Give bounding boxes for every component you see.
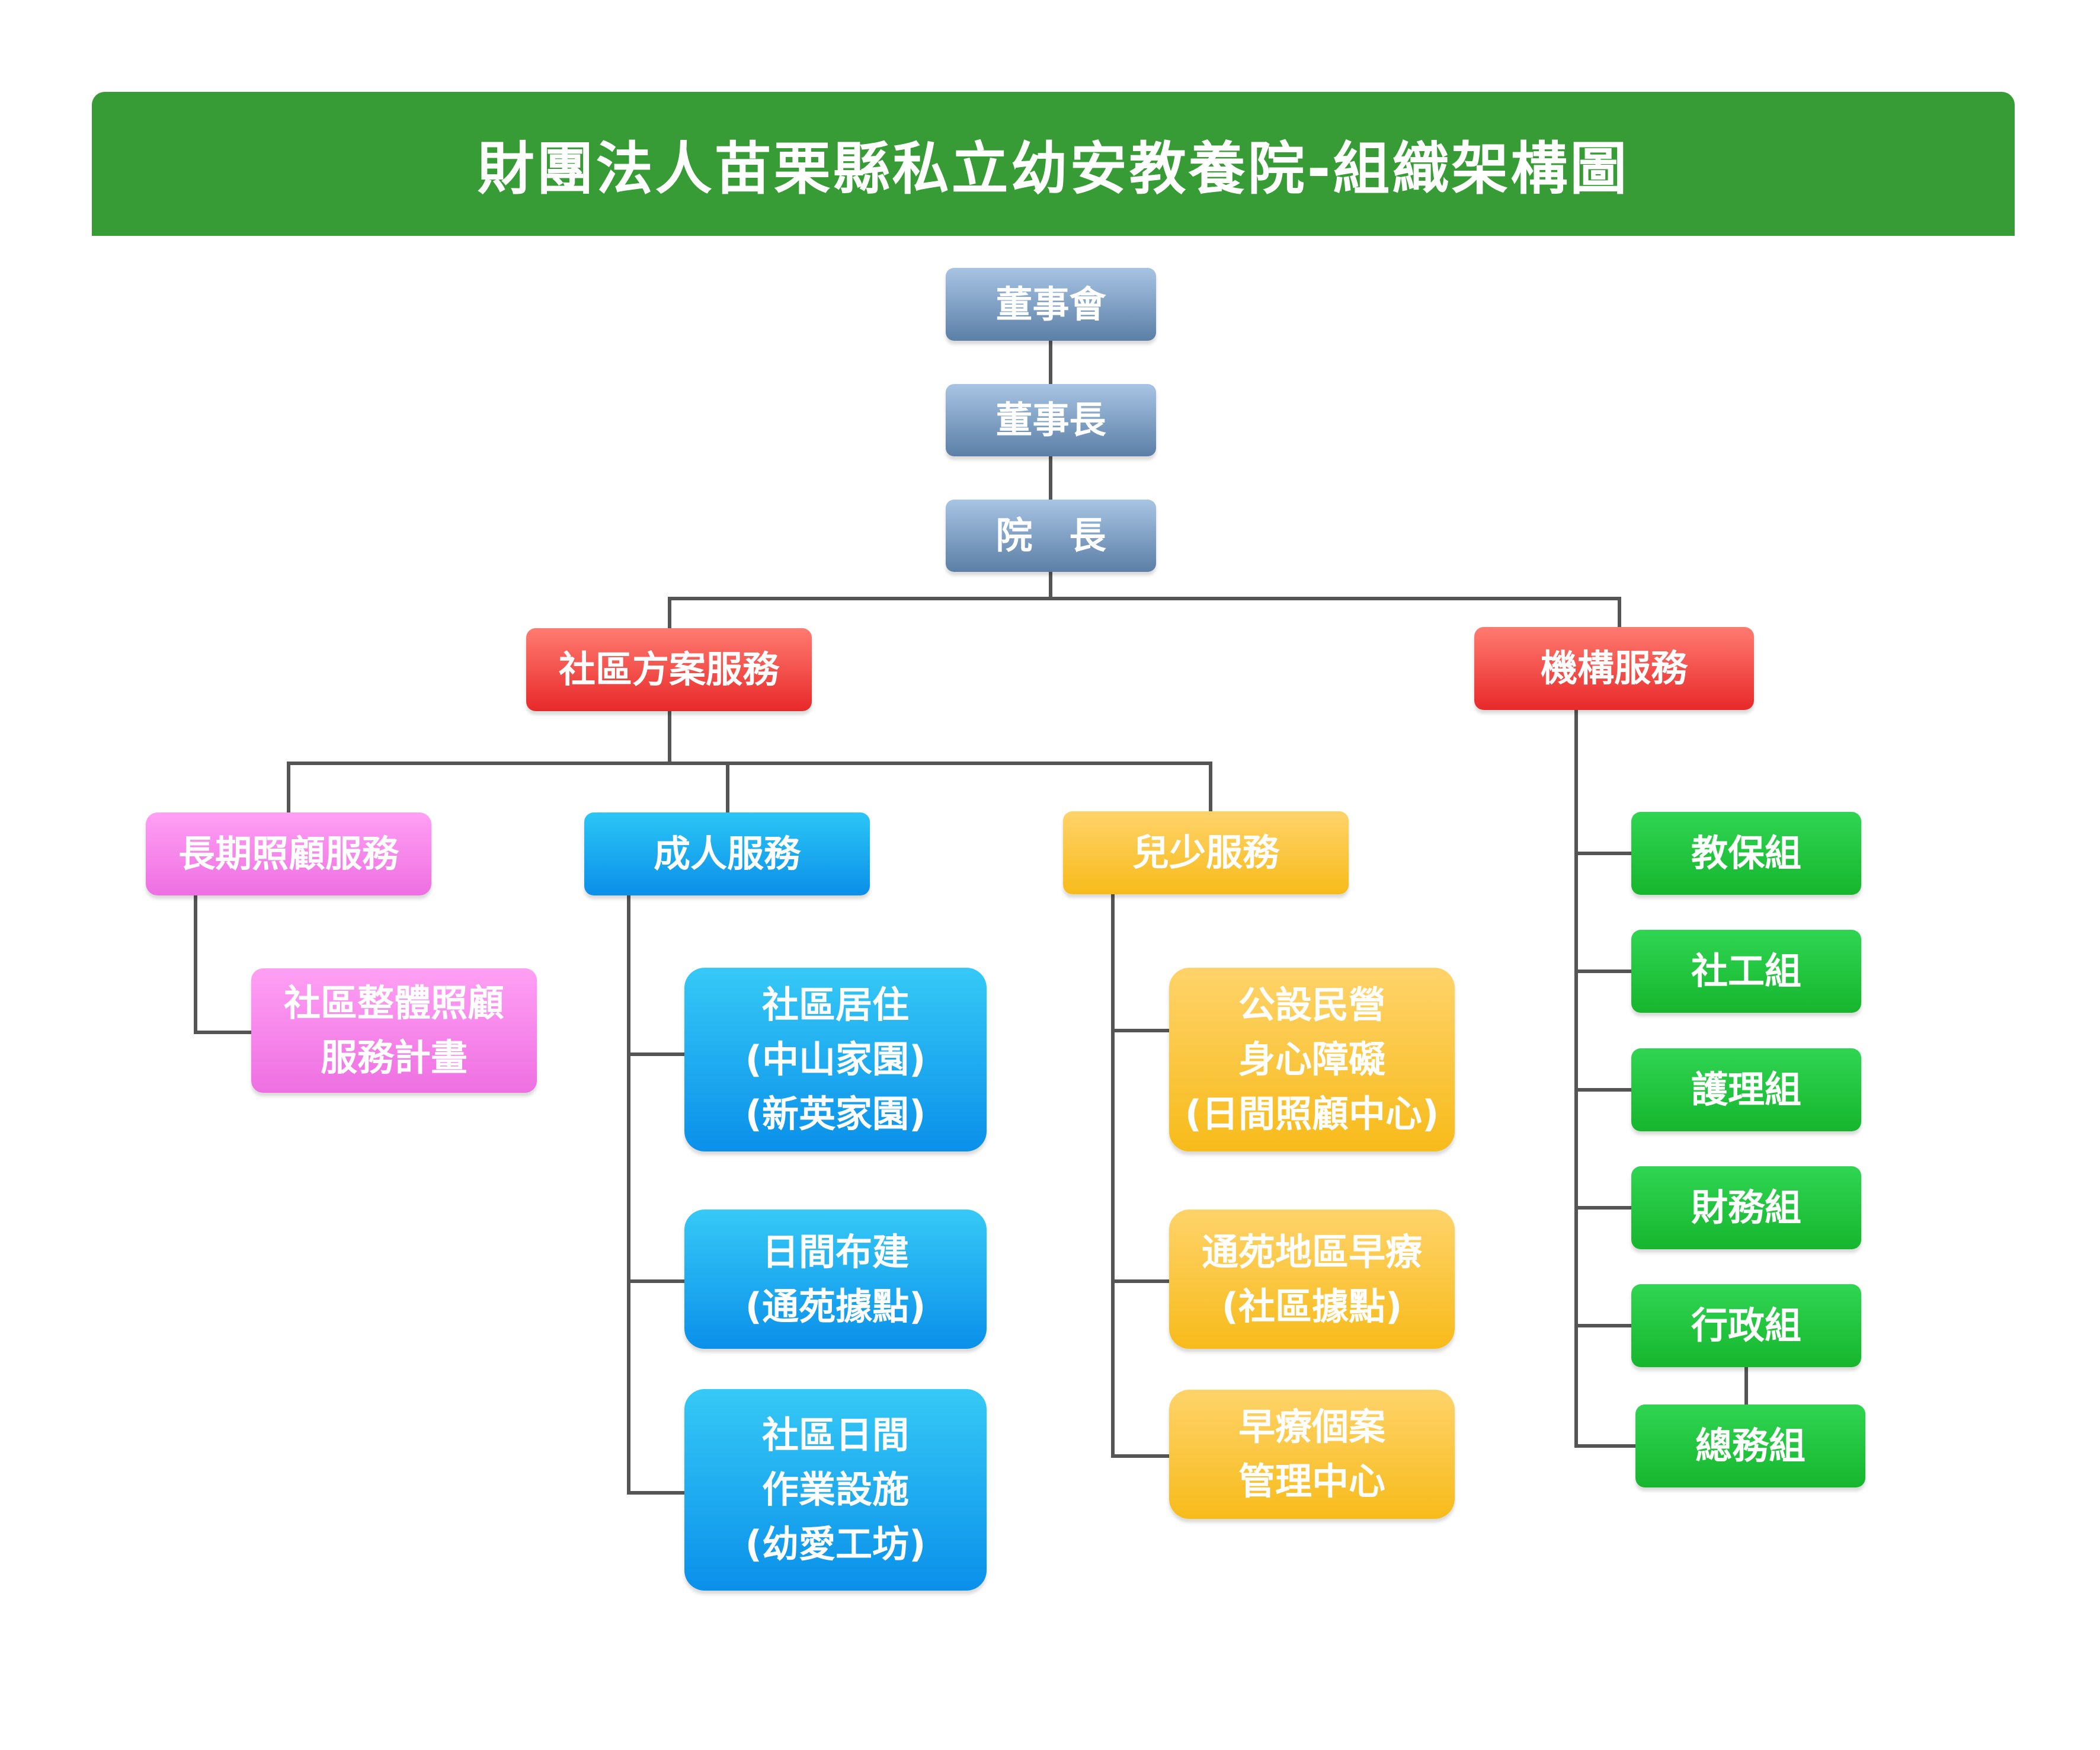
node-board[interactable]: 董事會 — [946, 268, 1156, 341]
node-institution-services[interactable]: 機構服務 — [1474, 627, 1754, 710]
node-community-programs[interactable]: 社區方案服務 — [526, 628, 812, 711]
node-group-administration[interactable]: 行政組 — [1631, 1284, 1861, 1367]
node-group-education[interactable]: 教保組 — [1631, 812, 1861, 895]
node-group-nursing[interactable]: 護理組 — [1631, 1048, 1861, 1131]
node-longterm-care[interactable]: 長期照顧服務 — [146, 812, 431, 895]
node-youth-services[interactable]: 兒少服務 — [1063, 811, 1349, 894]
node-early-intervention-case-center[interactable]: 早療個案 管理中心 — [1169, 1390, 1455, 1519]
node-public-day-care-center[interactable]: 公設民營 身心障礙 (日間照顧中心) — [1169, 968, 1455, 1151]
title-banner: 財團法人苗栗縣私立幼安教養院-組織架構圖 — [92, 92, 2015, 236]
node-community-care-plan[interactable]: 社區整體照顧 服務計畫 — [251, 968, 537, 1093]
page-title: 財團法人苗栗縣私立幼安教養院-組織架構圖 — [477, 136, 1630, 202]
node-group-finance[interactable]: 財務組 — [1631, 1166, 1861, 1249]
node-community-residence[interactable]: 社區居住 (中山家園) (新英家園) — [684, 968, 987, 1151]
node-adult-services[interactable]: 成人服務 — [584, 812, 870, 895]
node-community-day-workshop[interactable]: 社區日間 作業設施 (幼愛工坊) — [684, 1389, 987, 1591]
node-group-social-work[interactable]: 社工組 — [1631, 930, 1861, 1013]
node-chairman[interactable]: 董事長 — [946, 384, 1156, 456]
node-early-intervention-site[interactable]: 通苑地區早療 (社區據點) — [1169, 1210, 1455, 1349]
node-director[interactable]: 院 長 — [946, 500, 1156, 572]
node-day-service-site[interactable]: 日間布建 (通苑據點) — [684, 1210, 987, 1349]
node-group-general-affairs[interactable]: 總務組 — [1635, 1405, 1865, 1487]
